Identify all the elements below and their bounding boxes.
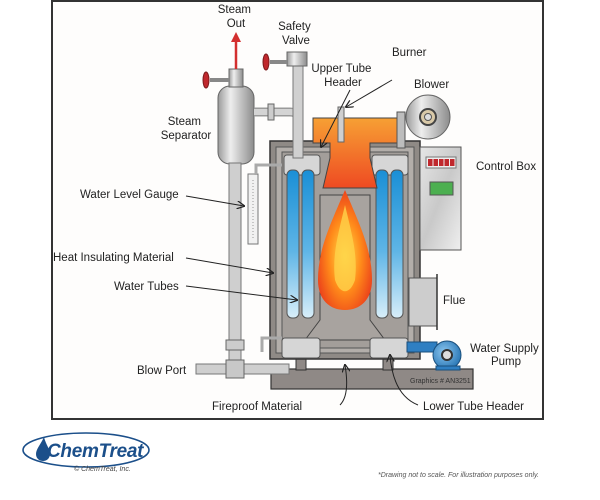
- blower: [396, 94, 451, 149]
- steam-separator: [217, 68, 255, 165]
- copyright: © ChemTreat, Inc.: [74, 466, 131, 473]
- label-water-tubes: Water Tubes: [114, 281, 179, 293]
- label-heat-insulating-material: Heat Insulating Material: [53, 252, 174, 264]
- water-drop-icon: [36, 437, 50, 461]
- leader-lines: [185, 79, 419, 406]
- steam-out-arrow: [231, 32, 241, 69]
- brand-name: ChemTreat: [47, 441, 144, 462]
- steam-out-valve[interactable]: [202, 71, 229, 89]
- label-control-box: Control Box: [476, 161, 536, 173]
- label-steam-separator: Steam Separator: [161, 116, 212, 142]
- water-tubes-right: [375, 169, 404, 319]
- label-water-level-gauge: Water Level Gauge: [80, 189, 179, 201]
- label-lower-tube-header: Lower Tube Header: [423, 401, 524, 413]
- label-water-supply-pump: Water Supply Pump: [470, 343, 542, 368]
- water-tubes-left: [286, 169, 315, 319]
- graphics-id: Graphics # AN3251: [410, 378, 471, 385]
- label-fireproof-material: Fireproof Material: [212, 401, 302, 413]
- disclaimer: *Drawing not to scale. For illustration …: [378, 472, 539, 479]
- label-steam-out: Steam Out: [218, 4, 254, 30]
- water-level-gauge: [247, 173, 259, 245]
- label-blow-port: Blow Port: [137, 365, 187, 377]
- label-safety-valve: Safety Valve: [278, 21, 314, 47]
- flue: [408, 277, 438, 327]
- label-upper-tube-header: Upper Tube Header: [311, 63, 374, 89]
- control-box: [419, 146, 462, 251]
- chemtreat-logo: [22, 432, 150, 468]
- display-screen: [429, 181, 454, 196]
- safety-valve-pipe: [292, 61, 304, 159]
- led-indicators: [428, 159, 455, 166]
- label-burner: Burner: [392, 47, 427, 59]
- flame: [318, 190, 372, 310]
- lower-tube-header-left: [281, 337, 321, 359]
- label-flue: Flue: [443, 295, 465, 307]
- water-supply-pump: [406, 340, 462, 371]
- lower-tube-header-right: [369, 337, 409, 359]
- base-plate: [270, 368, 474, 390]
- safety-valve[interactable]: [262, 51, 308, 71]
- label-blower: Blower: [414, 79, 449, 91]
